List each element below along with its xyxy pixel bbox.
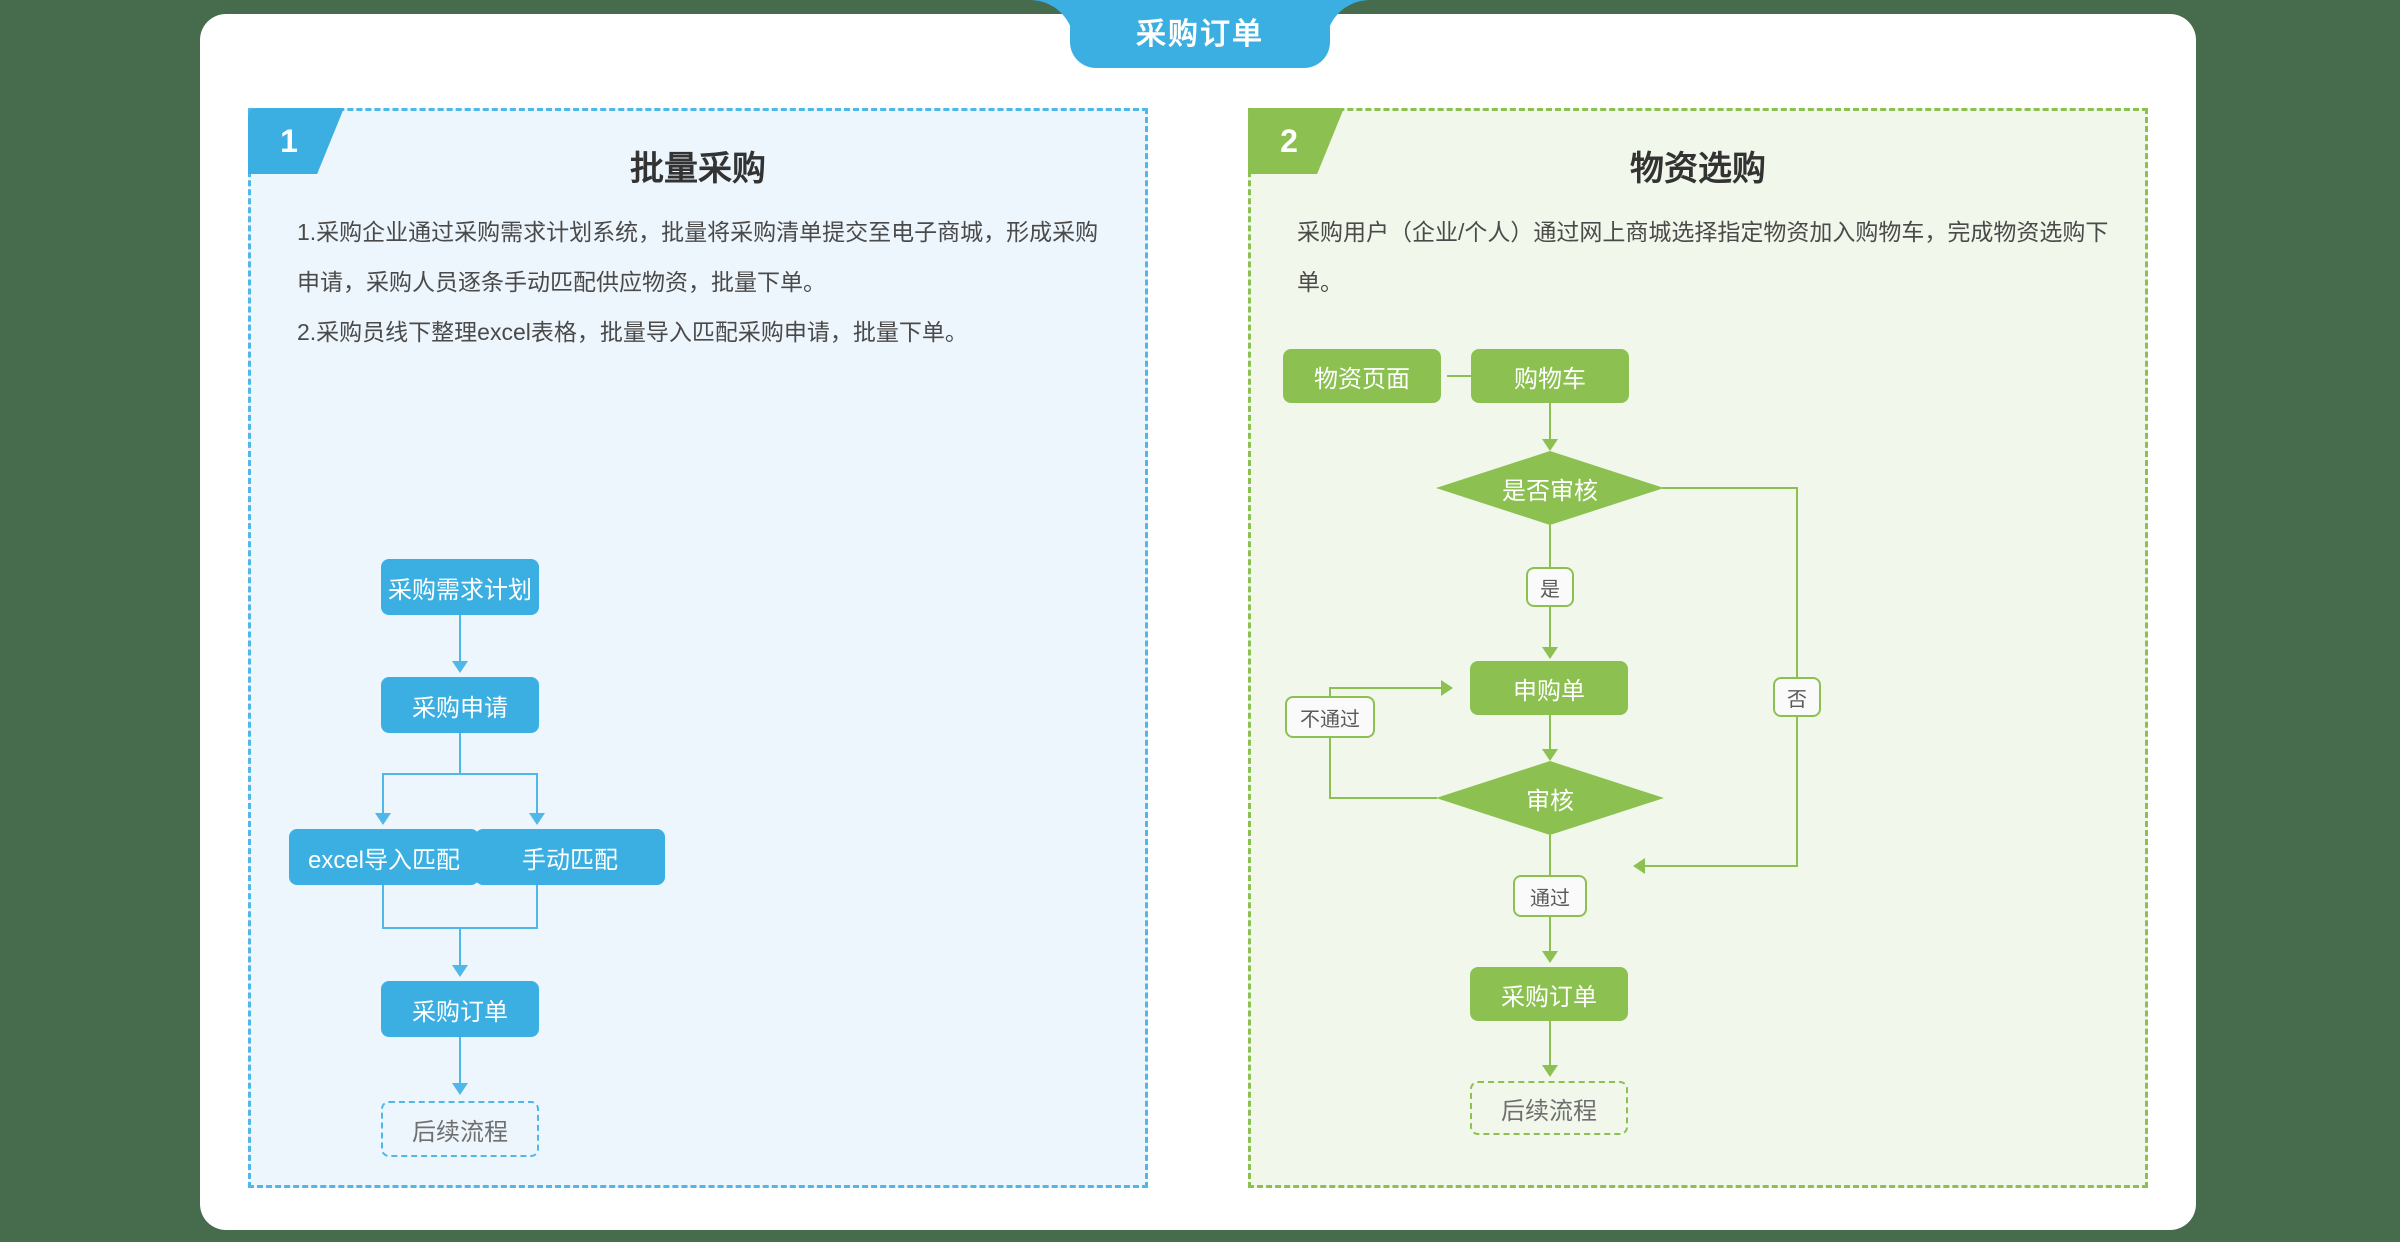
tab-ear-left <box>1030 0 1074 44</box>
edge-to-manual-match <box>536 773 538 817</box>
edge-fail-horizontal-top <box>1329 687 1443 689</box>
panel-desc-1: 1.采购企业通过采购需求计划系统，批量将采购清单提交至电子商城，形成采购申请，采… <box>297 207 1109 357</box>
edge-goods-to-cart <box>1447 375 1473 377</box>
node-shopping-cart[interactable]: 购物车 <box>1471 349 1629 403</box>
edge-application-bus <box>382 773 538 775</box>
flow-left: 采购需求计划 采购申请 excel导入匹配 手动匹配 采购订单 <box>251 111 1145 1185</box>
decision-review[interactable]: 审核 <box>1436 761 1664 835</box>
arrowhead-requisition-to-review <box>1542 749 1558 761</box>
edge-merge-stem <box>459 927 461 969</box>
edge-order-to-next <box>1549 1021 1551 1069</box>
node-goods-page[interactable]: 物资页面 <box>1283 349 1441 403</box>
arrowhead-merge-to-order <box>452 965 468 977</box>
node-manual-match[interactable]: 手动匹配 <box>475 829 665 885</box>
flow-right: 物资页面 购物车 是否审核 是 否 申购单 <box>1251 111 2145 1185</box>
panel-title-1: 批量采购 <box>630 150 766 188</box>
edge-no-vertical-top <box>1796 487 1798 677</box>
decision-need-review[interactable]: 是否审核 <box>1436 451 1664 525</box>
node-purchase-order[interactable]: 采购订单 <box>381 981 539 1037</box>
desc-line-2: 2.采购员线下整理excel表格，批量导入匹配采购申请，批量下单。 <box>297 319 968 345</box>
edge-cart-to-need-review <box>1549 403 1551 443</box>
edge-label-pass: 通过 <box>1513 875 1587 917</box>
edge-review-pass <box>1549 835 1551 875</box>
edge-no-vertical-bottom <box>1796 717 1798 867</box>
desc-line-1: 采购用户（企业/个人）通过网上商城选择指定物资加入购物车，完成物资选购下单。 <box>1297 219 2109 295</box>
edge-manual-down <box>536 885 538 929</box>
tab-body <box>1070 0 1330 68</box>
panel-title-2: 物资选购 <box>1630 150 1766 188</box>
arrowhead-yes-to-requisition <box>1542 647 1558 659</box>
edge-no-horizontal <box>1662 487 1798 489</box>
edge-plan-to-application <box>459 615 461 665</box>
node-next-process[interactable]: 后续流程 <box>1470 1081 1628 1135</box>
node-purchase-order[interactable]: 采购订单 <box>1470 967 1628 1021</box>
edge-no-to-order <box>1645 865 1798 867</box>
panel-batch-purchase: 1 批量采购 1.采购企业通过采购需求计划系统，批量将采购清单提交至电子商城，形… <box>248 108 1148 1188</box>
edge-label-fail: 不通过 <box>1285 696 1375 738</box>
edge-need-review-yes <box>1549 525 1551 567</box>
tab-title: 采购订单 <box>1136 18 1264 51</box>
arrowhead-order-to-next <box>452 1083 468 1095</box>
arrowhead-to-manual-match <box>529 813 545 825</box>
arrowhead-plan-to-application <box>452 661 468 673</box>
node-next-process[interactable]: 后续流程 <box>381 1101 539 1157</box>
arrowhead-order-to-next <box>1542 1065 1558 1077</box>
arrowhead-cart-to-need-review <box>1542 439 1558 451</box>
panel-badge-2: 2 <box>1248 108 1344 174</box>
node-excel-import-match[interactable]: excel导入匹配 <box>289 829 479 885</box>
node-purchase-application[interactable]: 采购申请 <box>381 677 539 733</box>
panel-desc-2: 采购用户（企业/个人）通过网上商城选择指定物资加入购物车，完成物资选购下单。 <box>1297 207 2109 307</box>
edge-application-stem <box>459 733 461 775</box>
arrowhead-fail-to-requisition <box>1441 680 1453 696</box>
arrowhead-pass-to-order <box>1542 951 1558 963</box>
tab-ear-right <box>1326 0 1370 44</box>
edge-order-to-next <box>459 1037 461 1087</box>
edge-fail-horizontal-bottom <box>1329 797 1437 799</box>
edge-label-yes: 是 <box>1526 567 1574 607</box>
edge-pass-to-order <box>1549 917 1551 955</box>
edge-label-no: 否 <box>1773 677 1821 717</box>
node-requisition[interactable]: 申购单 <box>1470 661 1628 715</box>
edge-excel-down <box>382 885 384 929</box>
title-tab: 采购订单 <box>1030 0 1370 70</box>
desc-line-1: 1.采购企业通过采购需求计划系统，批量将采购清单提交至电子商城，形成采购申请，采… <box>297 219 1099 295</box>
edge-requisition-to-review <box>1549 715 1551 753</box>
edge-yes-to-requisition <box>1549 607 1551 651</box>
node-purchase-plan[interactable]: 采购需求计划 <box>381 559 539 615</box>
edge-fail-vertical <box>1329 687 1331 799</box>
arrowhead-to-excel-match <box>375 813 391 825</box>
panel-goods-selection: 2 物资选购 采购用户（企业/个人）通过网上商城选择指定物资加入购物车，完成物资… <box>1248 108 2148 1188</box>
arrowhead-no-to-order <box>1633 858 1645 874</box>
edge-to-excel-match <box>382 773 384 817</box>
